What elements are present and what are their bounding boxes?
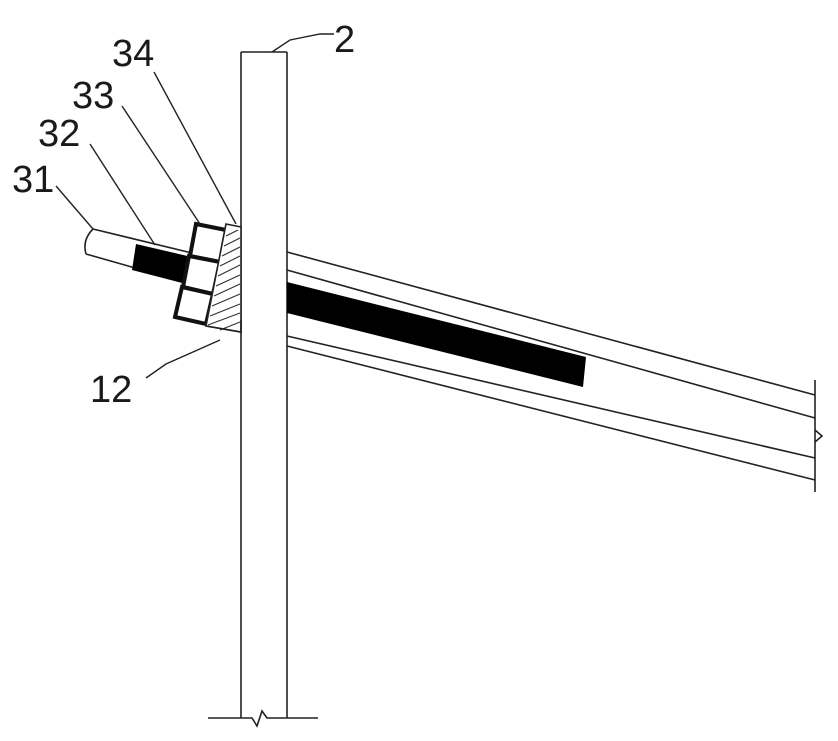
leader-34 <box>153 71 237 225</box>
leader-32 <box>89 143 156 246</box>
label-12: 12 <box>90 369 132 411</box>
vertical-wall <box>208 51 318 728</box>
label-31: 31 <box>12 159 54 201</box>
label-33: 33 <box>72 75 114 117</box>
label-2: 2 <box>334 19 355 61</box>
anchor-bar-inner <box>287 282 586 387</box>
leader-33 <box>121 105 201 225</box>
leader-2 <box>271 33 334 53</box>
washer-plate <box>205 223 242 333</box>
label-32: 32 <box>38 113 80 155</box>
leader-31 <box>55 185 94 230</box>
bearing-block <box>205 320 242 333</box>
leader-12 <box>145 339 221 379</box>
wall-break-line <box>208 709 318 728</box>
anchor-bar-outer <box>132 244 196 285</box>
inclined-casing <box>286 251 824 492</box>
label-34: 34 <box>112 33 154 75</box>
